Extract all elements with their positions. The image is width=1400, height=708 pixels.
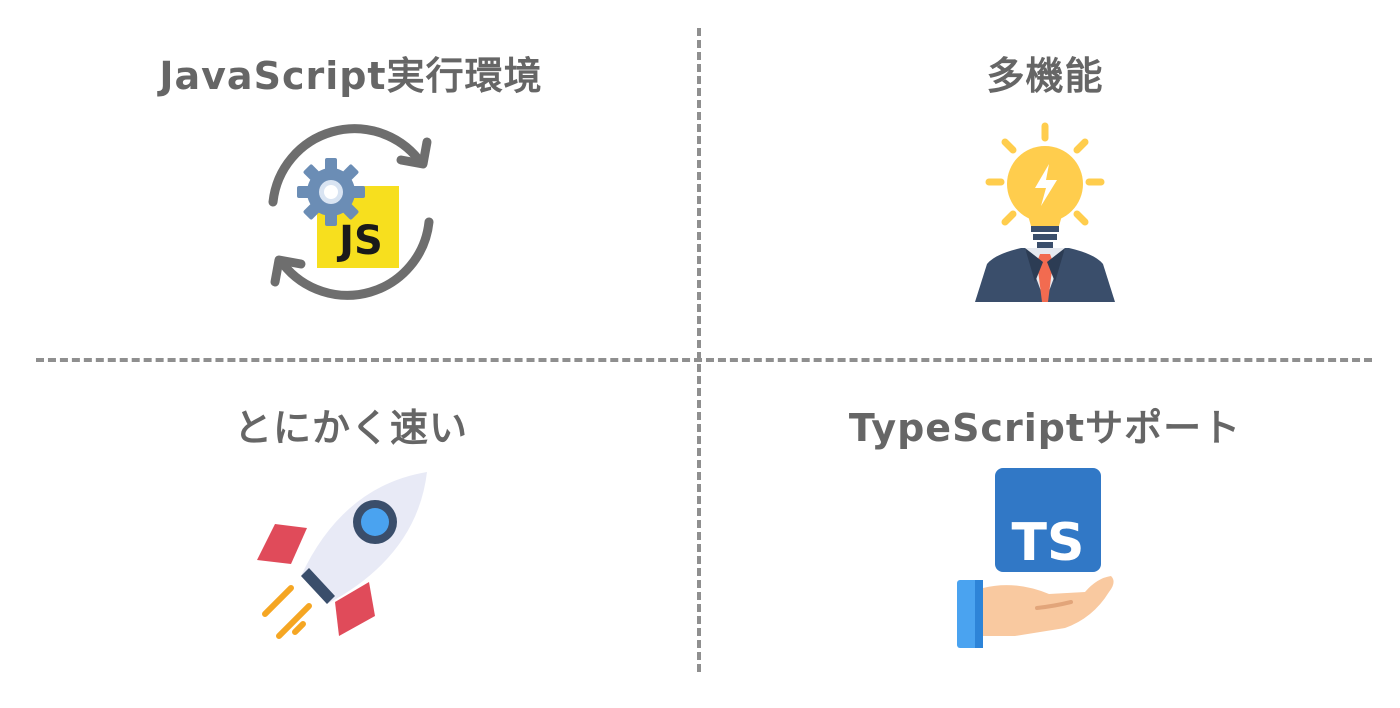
js-runtime-cycle-icon: JS xyxy=(268,124,434,300)
feature-js-runtime: JavaScript実行環境 JS xyxy=(6,40,696,312)
feature-multi-function: 多機能 xyxy=(700,40,1390,312)
vertical-divider xyxy=(697,28,701,672)
gear-icon xyxy=(297,158,365,226)
feature-typescript: TypeScriptサポート TS xyxy=(700,392,1390,654)
feature-fast: とにかく速い xyxy=(6,392,696,644)
feature-title-typescript: TypeScriptサポート xyxy=(848,406,1242,450)
feature-title-js-runtime: JavaScript実行環境 xyxy=(159,54,543,98)
ts-badge-text: TS xyxy=(1012,513,1085,573)
horizontal-divider xyxy=(36,358,1372,362)
lightbulb-head-businessman-icon xyxy=(975,122,1115,302)
feature-title-fast: とにかく速い xyxy=(233,406,468,450)
typescript-hand-icon: TS xyxy=(957,468,1114,648)
js-badge-text: JS xyxy=(336,218,383,264)
feature-title-multi-function: 多機能 xyxy=(986,54,1104,98)
ts-badge xyxy=(995,468,1101,572)
rocket-icon xyxy=(257,472,427,639)
